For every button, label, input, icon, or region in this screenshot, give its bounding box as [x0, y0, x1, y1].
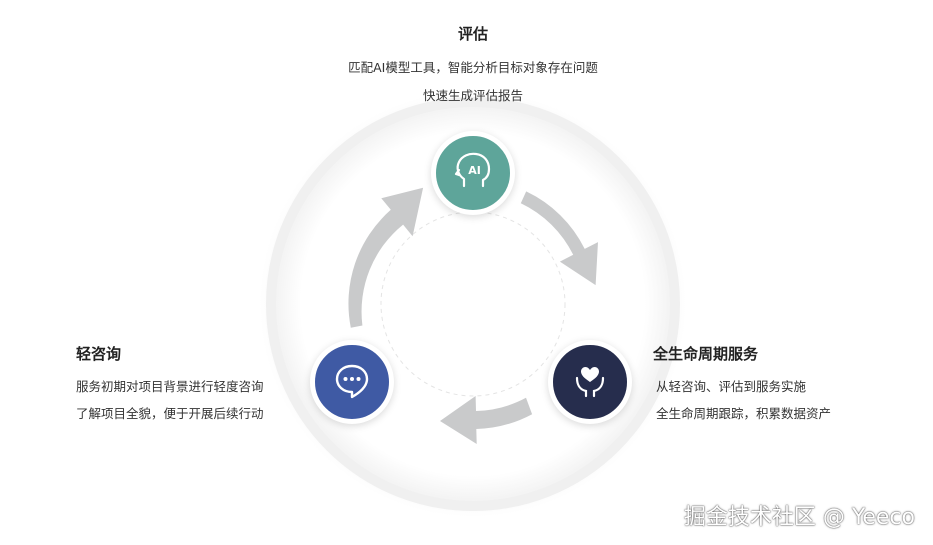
svg-text:AI: AI	[468, 164, 481, 177]
assess-title: 评估	[457, 25, 489, 43]
outer-halo-ring	[266, 97, 680, 511]
consult-desc-line-1: 服务初期对项目背景进行轻度咨询	[76, 379, 264, 394]
assess-desc-line-2: 快速生成评估报告	[422, 88, 524, 103]
chat-bubble-icon	[332, 360, 372, 404]
consult-desc-line-2: 了解项目全貌，便于开展后续行动	[76, 406, 264, 421]
service-desc-line-1: 从轻咨询、评估到服务实施	[656, 379, 807, 394]
cycle-arrows	[348, 187, 598, 444]
service-title: 全生命周期服务	[653, 345, 759, 363]
watermark: 掘金技术社区 @ Yeeco	[683, 505, 915, 530]
assess-desc-line-1: 匹配AI模型工具，智能分析目标对象存在问题	[348, 60, 598, 75]
heart-hands-icon	[570, 360, 610, 404]
consult-node	[310, 340, 394, 424]
service-desc-line-2: 全生命周期跟踪，积累数据资产	[656, 406, 832, 421]
arrow-assess-to-service	[520, 191, 598, 286]
arrow-consult-to-assess	[348, 187, 424, 328]
consult-title: 轻咨询	[76, 345, 122, 363]
ai-head-icon: AI	[450, 148, 496, 198]
service-node	[548, 340, 632, 424]
assess-node: AI	[431, 131, 515, 215]
arrow-service-to-consult	[440, 396, 533, 444]
